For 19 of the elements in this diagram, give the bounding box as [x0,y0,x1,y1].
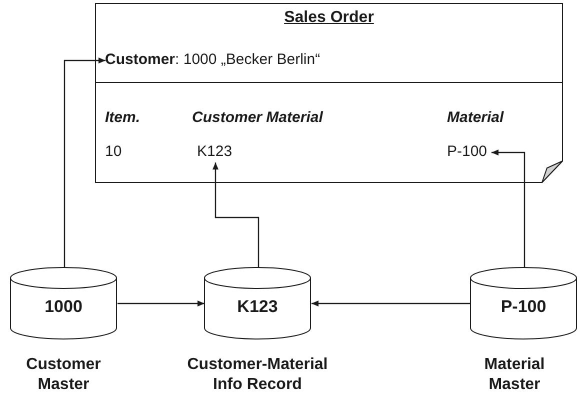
field-text: Customer: 1000 „Becker Berlin“ [105,51,320,69]
column-header: Customer Material [192,109,323,127]
field-value: K123 [197,143,232,161]
arrow [492,150,526,268]
column-header: Item. [105,109,140,127]
database-caption: Material Master [483,355,546,395]
database-caption: Customer Master [25,355,102,395]
record-key: 1000 [44,298,82,316]
arrow [312,300,470,306]
document-title: Sales Order [284,9,374,27]
database-caption: Customer-Material Info Record [186,355,329,395]
arrow [118,300,204,306]
arrow [64,58,106,268]
record-key: K123 [237,298,278,316]
column-header: Material [447,109,504,127]
field-value: P-100 [447,143,488,161]
record-key: P-100 [500,298,546,316]
arrow [212,162,260,268]
field-value: 10 [105,143,122,161]
